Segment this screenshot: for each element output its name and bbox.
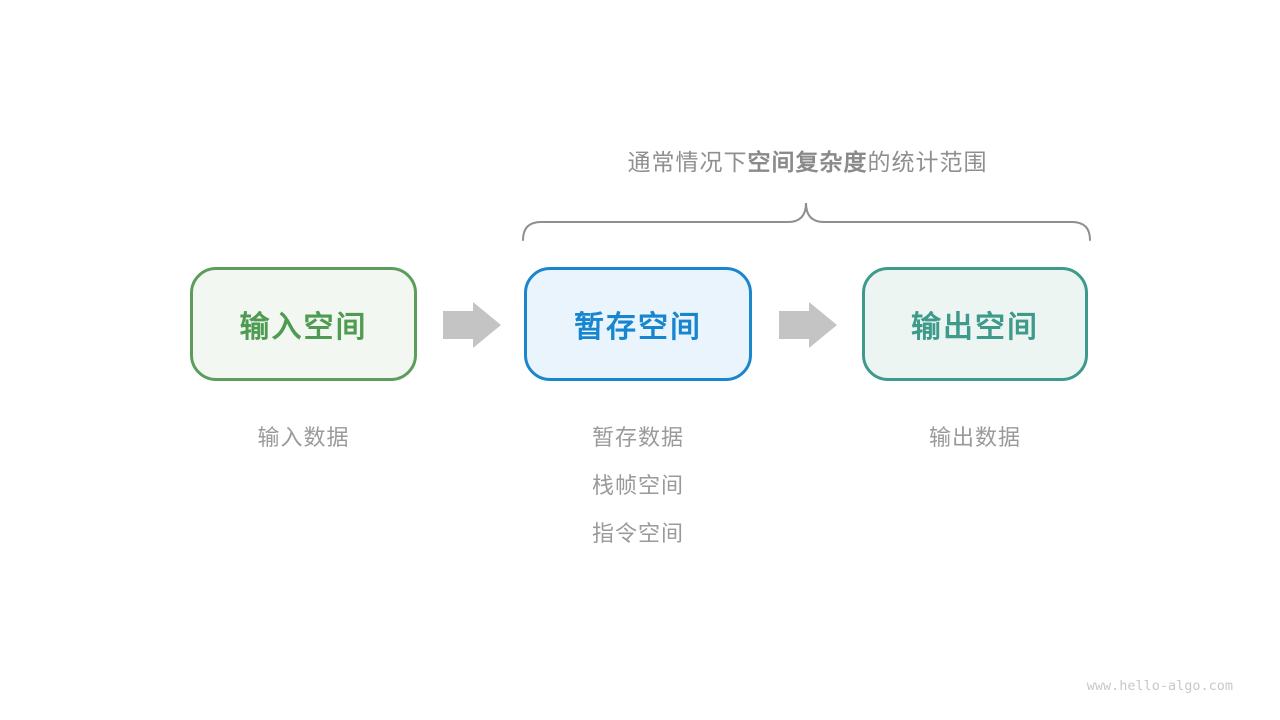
note-stack-frame-space: 栈帧空间	[591, 473, 684, 498]
note-instruction-space: 指令空间	[591, 521, 684, 546]
note-output-data: 输出数据	[928, 425, 1021, 450]
title-suffix: 的统计范围	[867, 149, 988, 175]
box-temporary-space: 暂存空间	[524, 267, 752, 381]
note-input-data: 输入数据	[257, 425, 350, 450]
box-temporary-space-label: 暂存空间	[574, 311, 702, 344]
arrow-right-icon	[779, 302, 837, 348]
box-output-space-label: 输出空间	[911, 311, 1039, 344]
note-temp-data: 暂存数据	[591, 425, 684, 450]
box-output-space: 输出空间	[862, 267, 1088, 381]
site-watermark: www.hello-algo.com	[1086, 678, 1233, 694]
title-bold-term: 空间复杂度	[747, 149, 868, 175]
horizontal-curly-brace-icon	[522, 202, 1091, 241]
title-prefix: 通常情况下	[627, 149, 748, 175]
diagram-title: 通常情况下空间复杂度的统计范围	[515, 148, 1100, 176]
arrow-right-icon	[443, 302, 501, 348]
box-input-space-label: 输入空间	[239, 311, 368, 344]
box-input-space: 输入空间	[190, 267, 417, 381]
